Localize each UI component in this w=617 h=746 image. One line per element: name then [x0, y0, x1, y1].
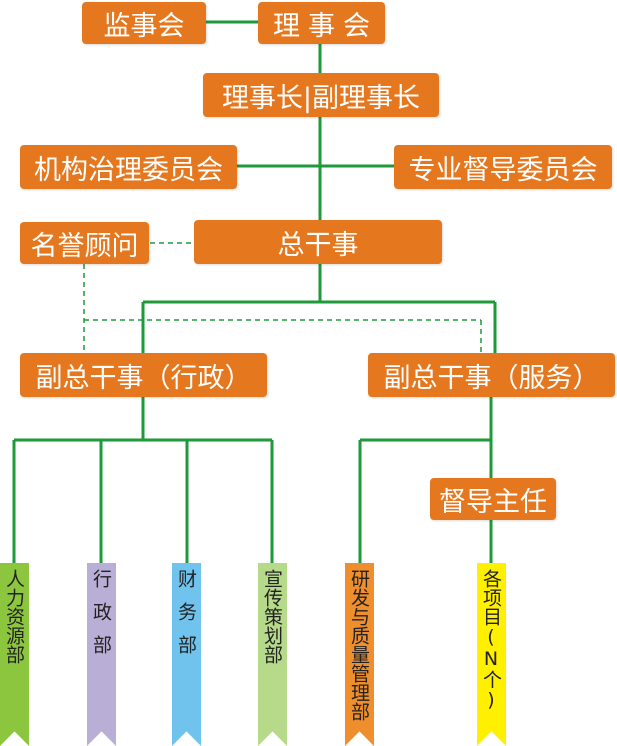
dept-hr: 人力资源部 — [0, 563, 29, 746]
supervision-director-box: 督导主任 — [430, 478, 556, 520]
dept-admin: 行政部 — [87, 563, 116, 746]
dept-admin-label: 行政部 — [90, 569, 112, 668]
dept-finance: 财务部 — [172, 563, 201, 746]
dept-publicity: 宣传策划部 — [258, 563, 287, 746]
council-box: 理事会 — [258, 2, 385, 44]
supervision-committee-box: 专业督导委员会 — [394, 145, 612, 189]
dept-projects-label: 各项目(N个) — [480, 569, 502, 711]
dept-publicity-label: 宣传策划部 — [261, 569, 283, 664]
deputy-director-admin-box: 副总干事（行政） — [20, 353, 267, 397]
dept-research-quality-label: 研发与质量管理部 — [348, 569, 370, 721]
dept-finance-label: 财务部 — [175, 569, 197, 668]
director-general-box: 总干事 — [194, 220, 442, 264]
supervisory-board-box: 监事会 — [82, 2, 206, 44]
governance-committee-box: 机构治理委员会 — [20, 145, 237, 189]
dept-hr-label: 人力资源部 — [3, 569, 25, 664]
honorary-advisor-box: 名誉顾问 — [20, 222, 149, 264]
dept-projects: 各项目(N个) — [477, 563, 506, 746]
deputy-director-service-box: 副总干事（服务） — [368, 353, 615, 397]
dept-research-quality: 研发与质量管理部 — [345, 563, 374, 746]
chair-box: 理事长|副理事长 — [203, 73, 439, 117]
